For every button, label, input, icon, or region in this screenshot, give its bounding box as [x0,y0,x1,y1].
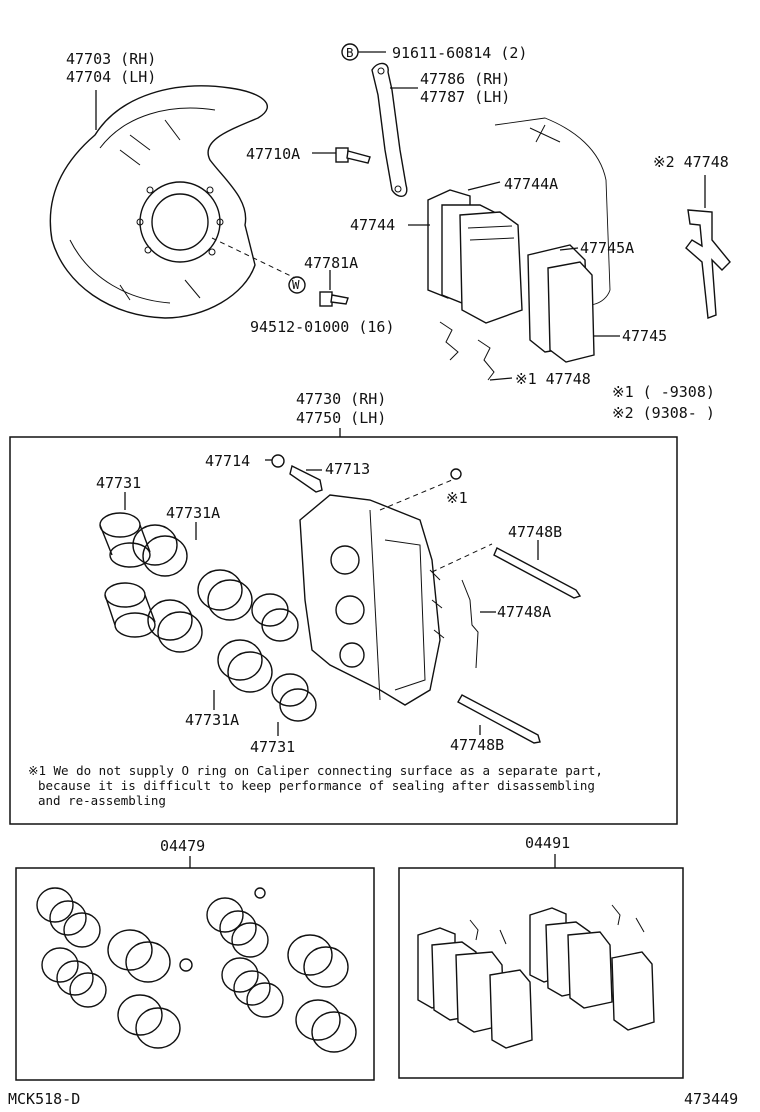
label-47710A: 47710A [246,145,300,163]
label-47731-top: 47731 [96,474,141,492]
pin-47748B-top-icon [493,547,582,599]
clip-note2-47748-drawing [685,209,731,319]
label-47787: 47787 (LH) [420,88,510,106]
label-47744: 47744 [350,216,395,234]
label-47713: 47713 [325,460,370,478]
label-94512: 94512-01000 (16) [250,318,395,336]
bolt-47781A-drawing [319,291,349,307]
pistons-seals-drawing [99,512,317,722]
spring-47748A-icon [461,579,479,669]
seal-kit-drawing [36,887,357,1053]
washer-symbol-icon [288,276,306,294]
label-47781A: 47781A [304,254,358,272]
label-47731-bottom: 47731 [250,738,295,756]
caliper-assembly-box [9,436,678,825]
seal-kit-box [15,867,375,1081]
footer-diagram-code: MCK518-D [8,1090,80,1108]
pads-47745-drawing [527,244,595,363]
pad-kit-drawing [417,904,655,1049]
label-47730: 47730 (RH) [296,390,386,408]
label-04479: 04479 [160,837,205,855]
bracket-47786-drawing [371,62,408,197]
caliper-note-line3: and re-assembling [38,793,166,808]
label-47786: 47786 (RH) [420,70,510,88]
footer-diagram-number: 473449 [684,1090,738,1108]
bolt-47710A-drawing [335,147,371,164]
label-47748B-top: 47748B [508,523,562,541]
clips-47748-drawing [439,321,495,381]
label-47704: 47704 (LH) [66,68,156,86]
label-47750: 47750 (LH) [296,409,386,427]
label-note2-47748: ※2 47748 [653,153,729,171]
bleeder-screw-icon [289,464,323,493]
label-caliper-note1: ※1 [446,489,468,507]
o-ring-icon [450,468,462,480]
label-47748A: 47748A [497,603,551,621]
washer-symbol: W [292,277,300,292]
pin-47748B-bottom-icon [457,694,541,744]
bleeder-cap-icon [271,454,285,468]
bolt-b-symbol: B [346,45,354,60]
caliper-body-drawing [299,494,445,706]
label-47714: 47714 [205,452,250,470]
note-1-period: ※1 ( -9308) [612,383,715,401]
pad-kit-box [398,867,684,1079]
caliper-note-line2: because it is difficult to keep performa… [38,778,595,793]
label-04491: 04491 [525,834,570,852]
caliper-note-line1: ※1 We do not supply O ring on Caliper co… [28,763,603,778]
label-47744A: 47744A [504,175,558,193]
label-47731A-bottom: 47731A [185,711,239,729]
label-47731A-top: 47731A [166,504,220,522]
label-47745: 47745 [622,327,667,345]
backing-plate-drawing [49,85,268,319]
label-note1-47748: ※1 47748 [515,370,591,388]
label-47703: 47703 (RH) [66,50,156,68]
note-2-period: ※2 (9308- ) [612,404,715,422]
label-47748B-bottom: 47748B [450,736,504,754]
pads-47744-drawing [427,189,523,324]
label-47745A: 47745A [580,239,634,257]
label-91611: 91611-60814 (2) [392,44,527,62]
